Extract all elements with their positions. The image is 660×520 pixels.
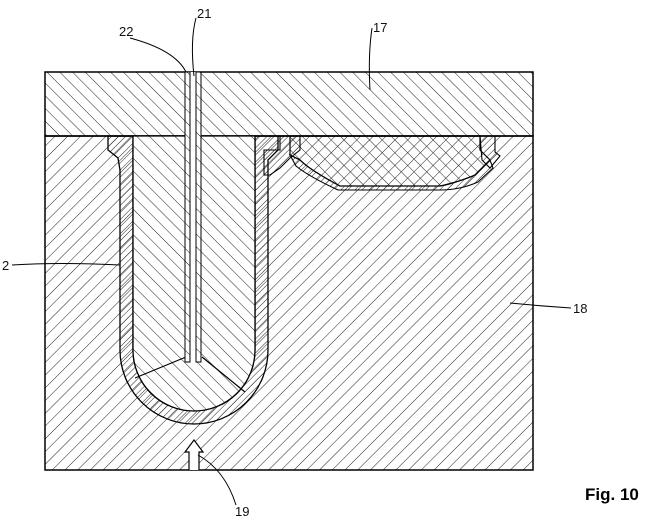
label-22: 22: [119, 24, 133, 39]
vent-rod-21: [196, 72, 201, 362]
label-17: 17: [373, 20, 387, 35]
label-19: 19: [235, 504, 249, 519]
vent-rod-22: [185, 72, 190, 362]
figure-label: Fig. 10: [585, 485, 639, 504]
label-2: 2: [2, 258, 9, 273]
label-21: 21: [197, 6, 211, 21]
label-18: 18: [573, 301, 587, 316]
top-plate-17: [45, 72, 533, 136]
